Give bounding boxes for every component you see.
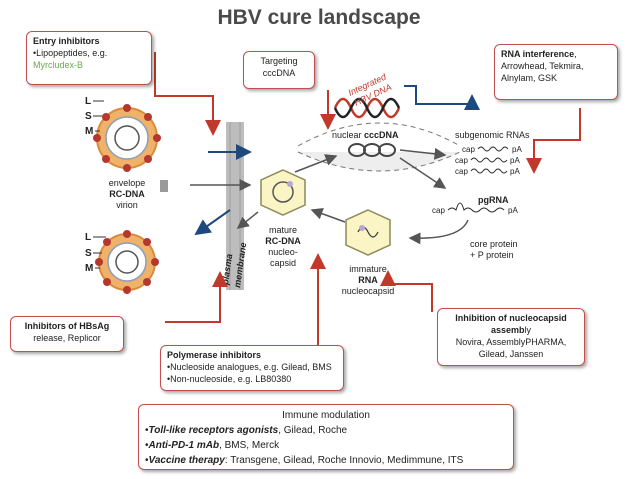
immature-nucleocapsid-label: nucleocapsid — [342, 286, 395, 296]
immune-row-1: •Toll-like receptors agonists, Gilead, R… — [145, 425, 348, 436]
immature-rna-label: RNA — [358, 275, 378, 285]
svg-text:cap: cap — [455, 156, 468, 165]
cccdna-rings — [348, 143, 396, 157]
virion-top-l: L — [85, 96, 91, 107]
rnai-companies: , Arrowhead, Tekmira, Alnylam, GSK — [501, 49, 584, 83]
integrated-dna-helix — [333, 97, 401, 119]
nucleocapsid-line3: Novira, AssemblyPHARMA, — [455, 337, 567, 347]
virion-top-m: M — [85, 126, 93, 137]
polymerase-line1: •Nucleoside analogues, e.g. Gilead, BMS — [167, 362, 332, 372]
rnai-heading: RNA interference — [501, 49, 575, 59]
rcdna-virion-label: RC-DNA — [109, 189, 145, 199]
svg-text:pA: pA — [510, 167, 520, 176]
cccdna-line1: Targeting — [260, 56, 298, 66]
virion-bottom-m: M — [85, 263, 93, 274]
process-arrows — [190, 147, 469, 245]
entry-drug: Myrcludex-B — [33, 60, 84, 70]
virion-label: virion — [116, 200, 138, 210]
red-inhibition-arrows — [154, 52, 581, 346]
blue-arrows — [194, 85, 480, 236]
p-protein-label: + P protein — [470, 250, 514, 260]
pgrna-strand: cap pA — [432, 202, 518, 215]
rna-interference-box: RNA interference, Arrowhead, Tekmira, Al… — [494, 44, 618, 100]
svg-text:pA: pA — [512, 145, 522, 154]
cccdna-line2: cccDNA — [262, 68, 296, 78]
entry-line1: •Lipopeptides, e.g. — [33, 48, 108, 58]
virion-top-s: S — [85, 111, 92, 122]
virion-bottom-l: L — [85, 232, 91, 243]
svg-text:pA: pA — [510, 156, 520, 165]
envelope-label: envelope — [109, 178, 146, 188]
nuclear-cccdna-label: nuclear cccDNA — [332, 130, 399, 140]
svg-text:cap: cap — [455, 167, 468, 176]
nucleocapsid-line4: Gilead, Janssen — [478, 349, 544, 359]
immune-row-3: •Vaccine therapy: Transgene, Gilead, Roc… — [145, 455, 464, 466]
entry-heading: Entry inhibitors — [33, 36, 100, 46]
immune-heading: Immune modulation — [282, 410, 370, 421]
mature-capsid-label: capsid — [270, 258, 296, 268]
core-protein-label: core protein — [470, 239, 518, 249]
pgrna-label: pgRNA — [478, 195, 509, 205]
subgenomic-label: subgenomic RNAs — [455, 130, 530, 140]
polymerase-line2: •Non-nucleoside, e.g. LB80380 — [167, 374, 292, 384]
virion-bottom — [95, 230, 159, 294]
virion-top — [93, 104, 161, 172]
mature-nucleocapsid — [260, 169, 306, 216]
cccdna-box: Targeting cccDNA — [243, 51, 315, 89]
svg-text:pA: pA — [508, 206, 518, 215]
immune-modulation-box: Immune modulation •Toll-like receptors a… — [138, 404, 514, 470]
nucleocapsid-heading: Inhibition of nucleocapsid — [455, 313, 567, 323]
virion-bottom-s: S — [85, 248, 92, 259]
svg-text:cap: cap — [432, 206, 445, 215]
nucleocapsid-box: Inhibition of nucleocapsid assembly Novi… — [437, 308, 585, 366]
mature-label: mature — [269, 225, 297, 235]
mature-nucleo-label: nucleo- — [268, 247, 298, 257]
mature-rcdna-label: RC-DNA — [265, 236, 301, 246]
hbsag-heading: Inhibitors of HBsAg — [24, 321, 110, 331]
page-title: HBV cure landscape — [217, 6, 421, 29]
nucleus-top — [297, 122, 461, 147]
nucleus-bottom — [297, 151, 461, 172]
polymerase-heading: Polymerase inhibitors — [167, 350, 262, 360]
hbsag-line2: release, Replicor — [33, 333, 101, 343]
entry-inhibitors-box: Entry inhibitors •Lipopeptides, e.g. Myr… — [26, 31, 152, 85]
svg-text:cap: cap — [462, 145, 475, 154]
immature-nucleocapsid — [345, 209, 391, 256]
immature-label: immature — [349, 264, 387, 274]
polymerase-box: Polymerase inhibitors •Nucleoside analog… — [160, 345, 344, 391]
subgenomic-rnas: cap pA cap pA cap pA — [455, 145, 522, 176]
hbsag-box: Inhibitors of HBsAg release, Replicor — [10, 316, 124, 352]
immune-row-2: •Anti-PD-1 mAb, BMS, Merck — [145, 440, 280, 451]
nucleocapsid-heading2: assembly — [490, 325, 532, 335]
